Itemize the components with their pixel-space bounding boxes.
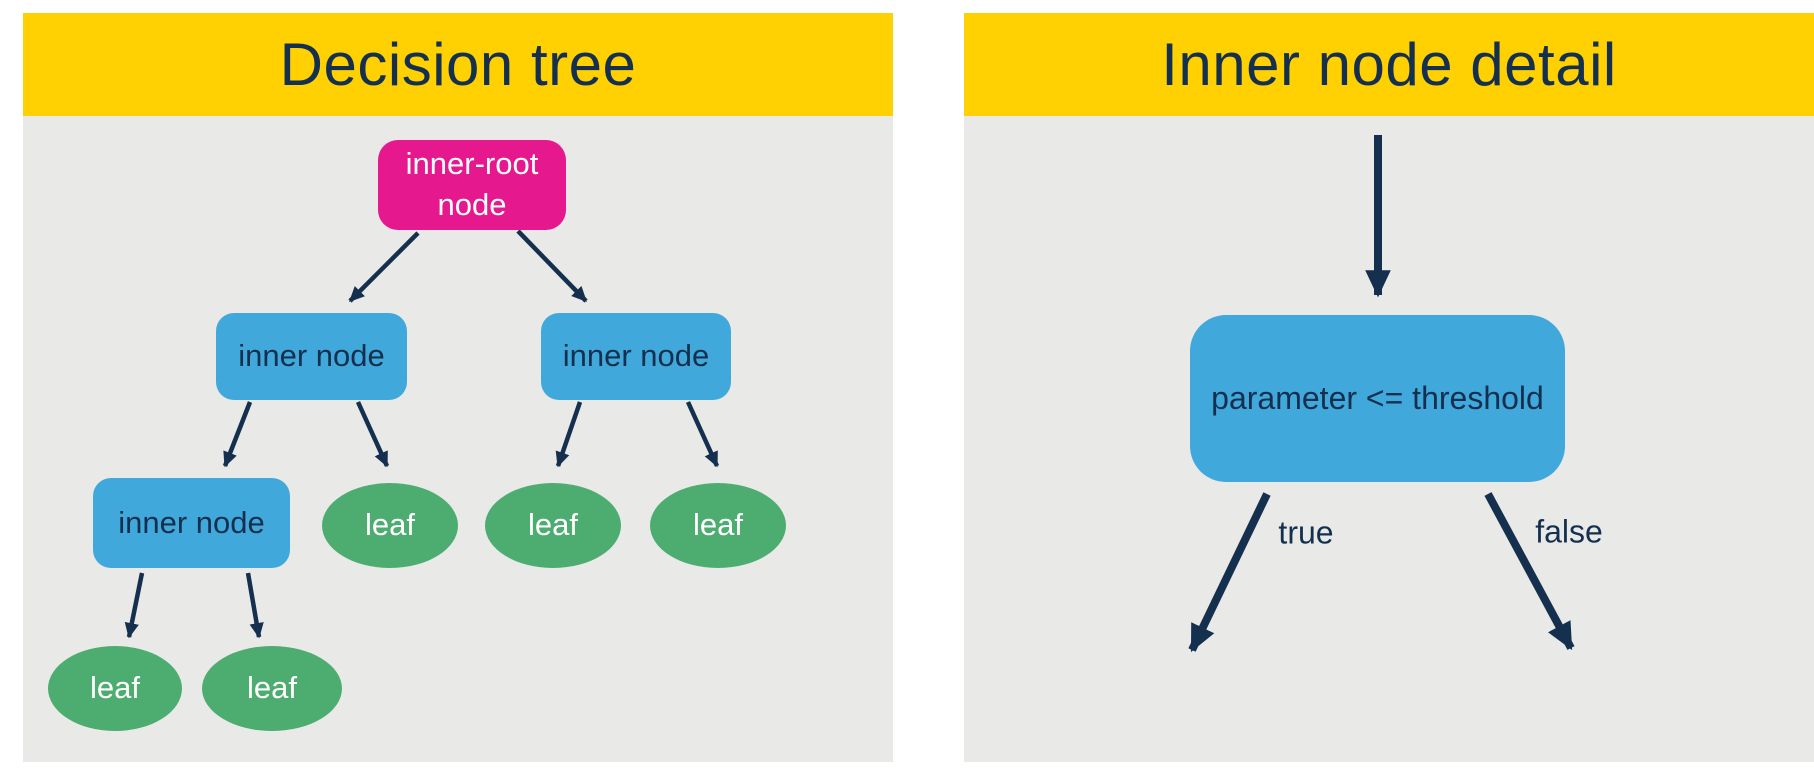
tree-node-leaf-4: leaf [48,646,182,731]
edge-innerLL-to-leaf5 [245,572,264,639]
tree-node-leaf-5: leaf [202,646,342,731]
edge-innerL-to-innerLL [222,401,253,468]
edge-innerLL-to-leaf4 [124,572,145,639]
edge-innerR-to-leaf3 [685,401,720,468]
inner-node-detail-panel: Inner node detail parameter <= threshold… [964,13,1814,762]
tree-edges [124,229,720,639]
tree-node-leaf-1: leaf [322,483,458,568]
inner-node-detail-title: Inner node detail [1161,31,1617,98]
edge-root-to-inner-left [348,231,420,303]
tree-node-leaf-3: leaf [650,483,786,568]
edge-innerR-to-leaf2 [555,401,583,468]
inner-node-detail-header: Inner node detail [964,13,1814,116]
decision-tree-title: Decision tree [279,31,637,98]
edge-innerL-to-leaf1 [355,401,390,468]
edge-label-true: true [1278,514,1334,551]
tree-node-inner-left-left: inner node [93,478,290,568]
detail-node-condition: parameter <= threshold [1190,315,1565,482]
edge-true [1188,492,1271,653]
tree-node-leaf-2: leaf [485,483,621,568]
detail-edges [1188,135,1575,653]
tree-node-root: inner-root node [378,140,566,230]
decision-tree-panel: Decision tree inner-root node inner node… [23,13,893,762]
decision-tree-header: Decision tree [23,13,893,116]
edge-label-false: false [1535,513,1603,550]
tree-node-inner-right: inner node [541,313,731,400]
tree-node-inner-left: inner node [216,313,407,400]
edge-root-to-inner-right [516,229,588,303]
edge-false [1484,492,1575,651]
